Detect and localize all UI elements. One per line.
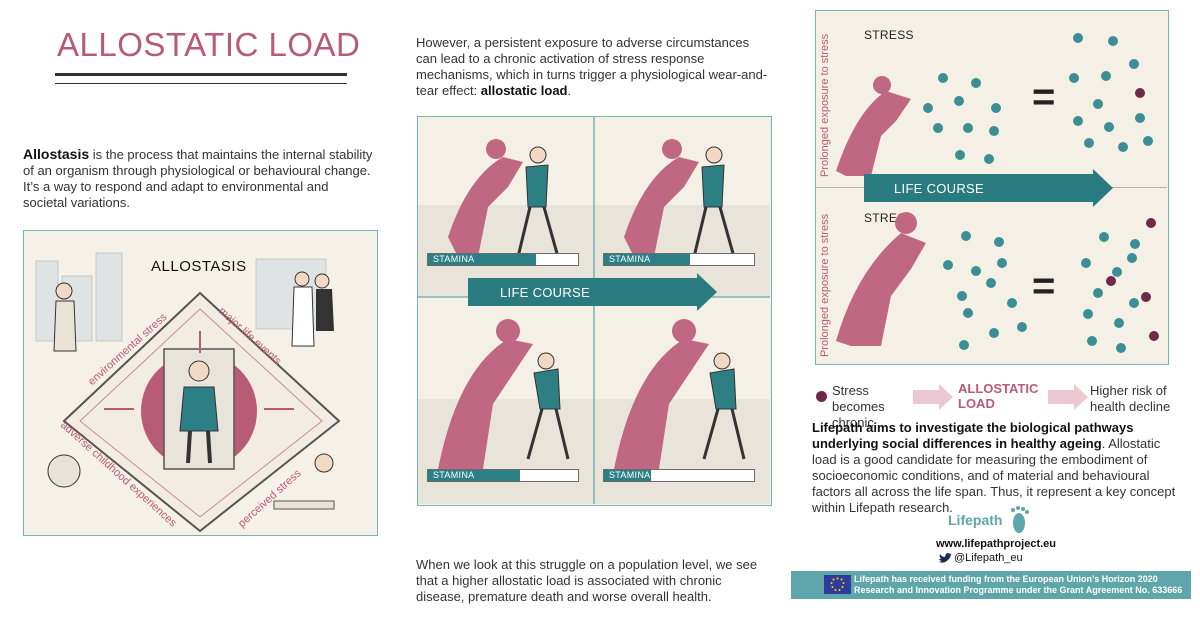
life-course-label-right: LIFE COURSE <box>894 181 984 196</box>
middle-top-period: . <box>567 83 572 98</box>
life-course-arrowhead-mid <box>697 273 717 311</box>
chronic-stress-dot-icon <box>816 391 827 402</box>
lifepath-paragraph: Lifepath aims to investigate the biologi… <box>812 420 1177 516</box>
lifepath-paragraph-bold: Lifepath aims to investigate the biologi… <box>812 420 1134 451</box>
stamina-fill-2 <box>604 254 690 265</box>
stamina-fill-4 <box>604 470 651 481</box>
stamina-bar-2: STAMINA <box>603 253 755 266</box>
life-course-arrowhead-right <box>1093 169 1113 207</box>
allostasis-panel: ALLOSTASIS environmental stress major li… <box>23 230 378 536</box>
equals-sign-top: = <box>1032 75 1056 119</box>
middle-bottom-paragraph: When we look at this struggle on a popul… <box>416 557 758 604</box>
struggle-grid: STAMINA STAMINA STAMINA STAMINA LIFE COU… <box>417 116 772 506</box>
middle-top-text: However, a persistent exposure to advers… <box>416 35 768 98</box>
life-course-label-mid: LIFE COURSE <box>500 285 590 300</box>
page-title: ALLOSTATIC LOAD <box>57 26 361 63</box>
stamina-label: STAMINA <box>433 470 475 480</box>
stamina-label: STAMINA <box>609 254 651 264</box>
allostasis-illustration <box>35 252 341 533</box>
allostasis-heading: ALLOSTASIS <box>151 258 247 275</box>
title-rule <box>55 73 347 76</box>
flow-arrow-2-icon <box>1048 384 1088 410</box>
flow-arrow-1-icon <box>913 384 953 410</box>
twitter-icon <box>939 553 952 563</box>
struggle-illustration <box>418 117 770 504</box>
stress-panel: Prolonged exposure to stress Prolonged e… <box>815 10 1169 365</box>
funding-text: Lifepath has received funding from the E… <box>854 574 1183 595</box>
funding-banner: Lifepath has received funding from the E… <box>791 571 1191 599</box>
lifepath-logo-text: Lifepath <box>948 512 1003 528</box>
equals-sign-bottom: = <box>1032 264 1056 308</box>
footprint-logo-icon <box>1011 506 1029 533</box>
eu-flag-icon <box>824 575 851 594</box>
middle-top-paragraph: However, a persistent exposure to advers… <box>416 35 772 99</box>
stress-illustration <box>836 33 1159 353</box>
website-link[interactable]: www.lifepathproject.eu <box>936 538 1056 550</box>
lifepath-paragraph-rest: . Allostatic load is a good candidate fo… <box>812 436 1176 515</box>
stress-label-top: STRESS <box>864 28 914 42</box>
stamina-fill-3 <box>428 470 520 481</box>
flow-step-1: Stress becomes chronic <box>832 383 885 430</box>
intro-text: is the process that maintains the intern… <box>23 147 373 210</box>
stamina-label: STAMINA <box>609 470 651 480</box>
intro-paragraph: Allostasis is the process that maintains… <box>23 146 373 211</box>
title-rule-thin <box>55 83 347 84</box>
stamina-label: STAMINA <box>433 254 475 264</box>
stamina-bar-1: STAMINA <box>427 253 579 266</box>
life-course-arrow-mid <box>468 278 698 306</box>
flow-step-3: Higher risk of health decline <box>1090 383 1171 414</box>
stamina-bar-4: STAMINA <box>603 469 755 482</box>
allostatic-load-term: allostatic load <box>480 83 568 98</box>
life-course-arrow-right <box>864 174 1094 202</box>
stamina-fill-1 <box>428 254 536 265</box>
flow-step-2: ALLOSTATIC LOAD <box>958 381 1039 411</box>
intro-term: Allostasis <box>23 146 90 162</box>
stamina-bar-3: STAMINA <box>427 469 579 482</box>
twitter-handle-link[interactable]: @Lifepath_eu <box>954 552 1023 564</box>
